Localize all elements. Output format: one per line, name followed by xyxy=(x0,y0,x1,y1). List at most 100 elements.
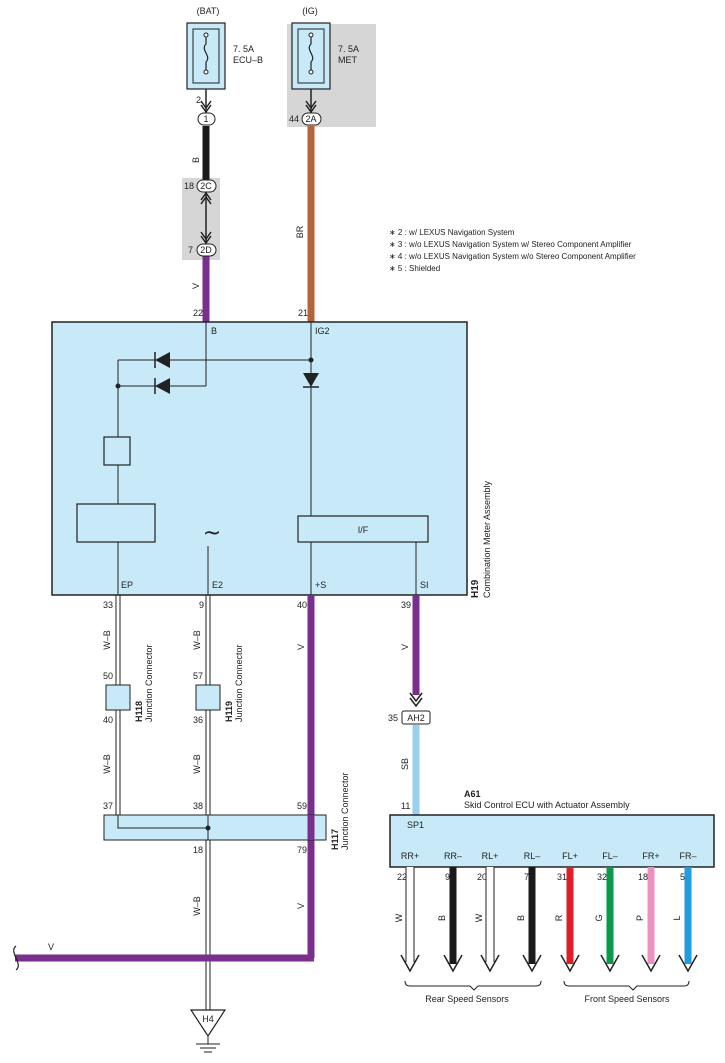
meter-term-b: B xyxy=(211,326,217,336)
meter-pin-ep: 33 xyxy=(103,600,113,610)
meter-pin-b: 22 xyxy=(193,308,203,318)
wave-icon: ~ xyxy=(203,521,221,546)
sensor-wire-label: P xyxy=(635,915,645,921)
diode-icon xyxy=(155,378,170,394)
wire-wb-e2 xyxy=(205,595,211,1010)
ground-triangle-icon xyxy=(189,1009,227,1038)
h117-code: H117 xyxy=(330,829,340,850)
h118-code: H118 xyxy=(134,701,144,722)
arrow-down-icon xyxy=(480,954,500,973)
fuse-terminal-icon xyxy=(308,32,314,38)
meter-term-s: +S xyxy=(315,580,326,590)
skid-term-sp1: SP1 xyxy=(407,820,424,830)
wire-label-wb: W–B xyxy=(192,896,202,916)
skid-terminal-label: RL+ xyxy=(482,851,499,861)
rear-sensors-bracket xyxy=(404,980,542,991)
chevron-down-icon xyxy=(200,100,212,110)
ground-code: H4 xyxy=(202,1014,214,1024)
meter-term-e2: E2 xyxy=(212,580,223,590)
arrow-down-icon xyxy=(641,954,661,973)
h118-pin-bot: 40 xyxy=(103,715,113,725)
skid-terminal-label: FL+ xyxy=(562,851,578,861)
diode-icon xyxy=(303,373,319,387)
h117-pin-37: 37 xyxy=(103,801,113,811)
skid-terminal-pin: 31 xyxy=(557,872,567,882)
h117-pin-38: 38 xyxy=(193,801,203,811)
skid-terminal-pin: 7 xyxy=(524,872,529,882)
interface-block xyxy=(297,515,429,543)
sensor-wire-label: L xyxy=(672,915,682,920)
skid-ecu-box xyxy=(389,814,715,868)
h118-name: Junction Connector xyxy=(144,644,154,722)
junction-dot xyxy=(115,383,121,389)
fuse-icon xyxy=(203,34,209,72)
bat-pin: 2 xyxy=(196,95,201,105)
h119-pin-bot: 36 xyxy=(193,715,203,725)
arrow-down-icon xyxy=(522,954,542,973)
skid-pin-sp1: 11 xyxy=(401,801,410,811)
wire-wb-ep xyxy=(115,595,121,815)
wire-label-v: V xyxy=(48,942,54,952)
meter-code: H19 xyxy=(470,579,481,598)
bat-fuse-rating: 7. 5A xyxy=(233,44,254,54)
wire-label-wb: W–B xyxy=(192,754,202,774)
h119-code: H119 xyxy=(224,701,234,722)
ig-label: (IG) xyxy=(302,6,318,16)
wire-label-v: V xyxy=(191,283,201,289)
skid-terminal-pin: 32 xyxy=(597,872,607,882)
wire-label-v: V xyxy=(296,903,306,909)
junction-h118 xyxy=(105,684,131,711)
bat-fuse-name: ECU–B xyxy=(233,55,263,65)
chevron-up-icon xyxy=(200,191,212,201)
chevron-down-icon xyxy=(200,235,212,245)
skid-terminal-label: RL– xyxy=(524,851,541,861)
wire-break-icon xyxy=(13,945,19,971)
meter-term-si: SI xyxy=(420,580,429,590)
connector-ah2 xyxy=(401,710,431,725)
meter-term-ep: EP xyxy=(121,580,133,590)
note-1: ∗ 2 : w/ LEXUS Navigation System xyxy=(389,228,515,237)
bat-label: (BAT) xyxy=(197,6,220,16)
interface-label: I/F xyxy=(358,525,369,535)
wire-label-br: BR xyxy=(295,225,305,238)
chevron-up-icon xyxy=(200,195,212,205)
arrow-down-icon xyxy=(560,954,580,973)
sensor-wire-label: B xyxy=(516,915,526,921)
connector-ah2-label: AH2 xyxy=(407,713,425,723)
skid-terminal-pin: 22 xyxy=(397,872,407,882)
h118-pin-top: 50 xyxy=(103,671,113,681)
wire-label-v: V xyxy=(296,644,306,650)
front-sensors-label: Front Speed Sensors xyxy=(584,994,670,1004)
fuse-icon xyxy=(308,34,314,72)
wire-label-v: V xyxy=(400,644,410,650)
arrow-down-icon xyxy=(600,954,620,973)
connector-2a xyxy=(301,112,322,126)
note-2: ∗ 3 : w/o LEXUS Navigation System w/ Ste… xyxy=(389,240,632,249)
sensor-wire-label: R xyxy=(554,914,564,921)
chevron-down-icon xyxy=(409,697,423,708)
chevron-down-icon xyxy=(305,100,317,110)
chevron-down-icon xyxy=(200,231,212,241)
connector-2d xyxy=(196,243,217,257)
skid-terminal-label: RR+ xyxy=(401,851,419,861)
wire-label-wb: W–B xyxy=(192,630,202,650)
skid-terminal-label: FR+ xyxy=(642,851,659,861)
ig-fuse-rating: 7. 5A xyxy=(338,44,359,54)
connector-2c-pin: 18 xyxy=(184,181,194,191)
h117-pin-18: 18 xyxy=(193,845,203,855)
ig-fuse-inner xyxy=(297,28,325,84)
wire-label-wb: W–B xyxy=(102,630,112,650)
skid-terminal-pin: 5 xyxy=(680,872,685,882)
junction-dot xyxy=(308,357,314,363)
h117-internal xyxy=(117,815,209,840)
note-4: ∗ 5 : Shielded xyxy=(389,264,440,273)
meter-ic-block xyxy=(76,503,156,543)
chevron-down-icon xyxy=(200,104,212,114)
h119-name: Junction Connector xyxy=(234,644,244,722)
skid-terminal-pin: 20 xyxy=(477,872,487,882)
sensor-wire-label: G xyxy=(594,914,604,921)
skid-terminal-pin: 9 xyxy=(445,872,450,882)
skid-code: A61 xyxy=(464,789,481,799)
meter-term-ig2: IG2 xyxy=(315,326,330,336)
